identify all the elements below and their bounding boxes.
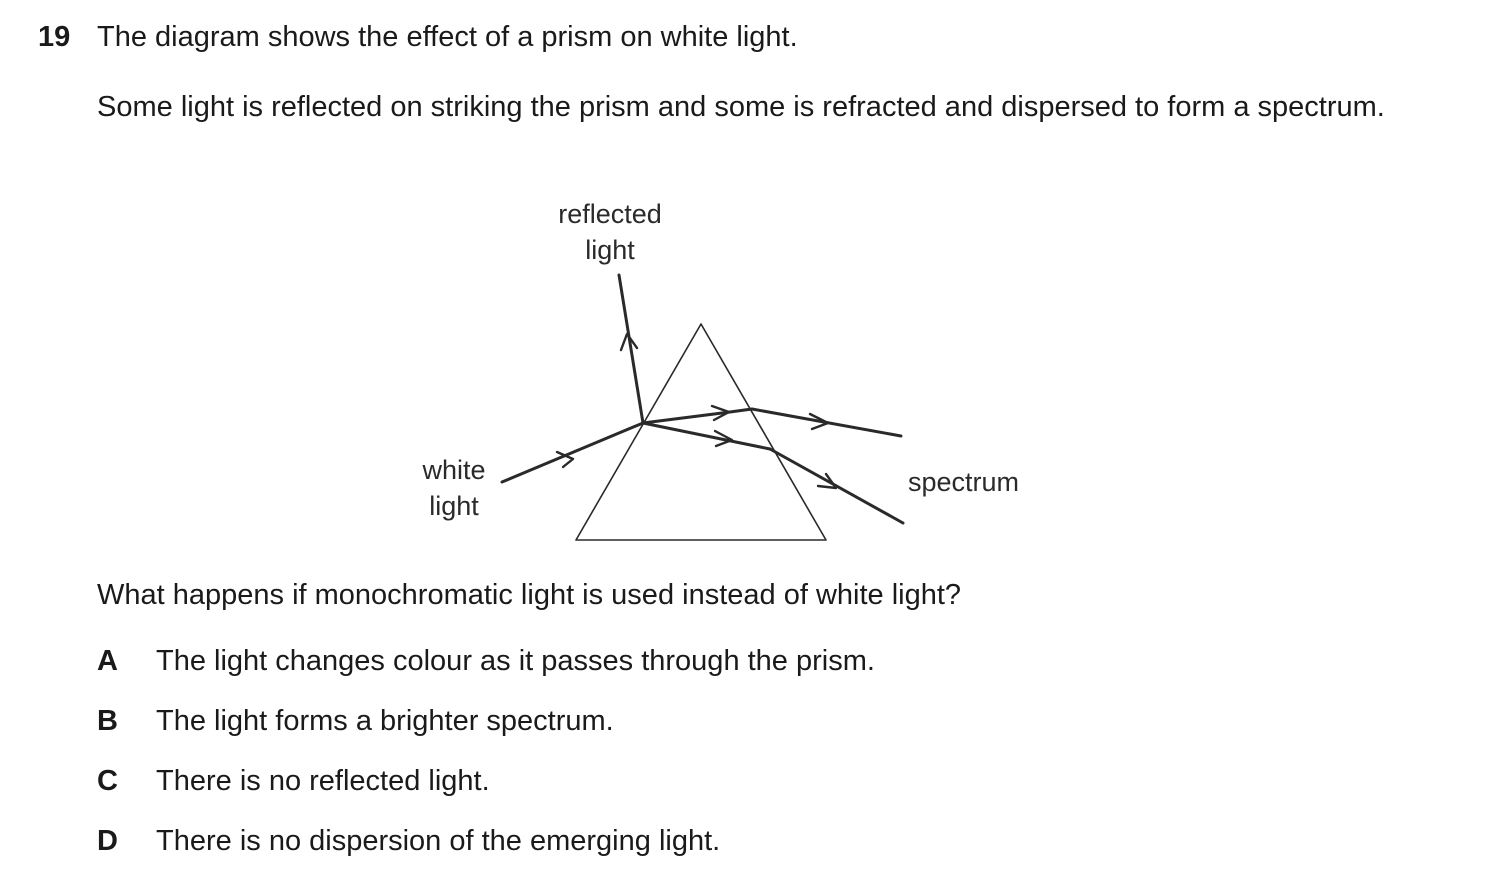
option-letter: D: [97, 825, 118, 857]
refracted-arrow-upper: [710, 404, 731, 422]
question-stem: The diagram shows the effect of a prism …: [97, 21, 798, 53]
option-a[interactable]: A The light changes colour as it passes t…: [97, 644, 875, 678]
option-letter: A: [97, 645, 118, 677]
refracted-ray-lower: [641, 421, 772, 451]
incident-ray: [500, 421, 645, 484]
reflected-arrow: [619, 332, 639, 352]
label-reflected-line2: light: [585, 235, 635, 265]
label-white-line1: white: [421, 455, 485, 485]
refracted-ray-upper: [641, 407, 754, 425]
emerging-ray-lower: [768, 447, 905, 525]
option-text: There is no reflected light.: [156, 765, 490, 797]
question-prompt: What happens if monochromatic light is u…: [97, 579, 962, 611]
option-b[interactable]: B The light forms a brighter spectrum.: [97, 704, 614, 738]
option-text: There is no dispersion of the emerging l…: [156, 825, 721, 857]
label-spectrum: spectrum: [908, 467, 1019, 497]
incident-arrow: [555, 450, 575, 469]
option-letter: C: [97, 765, 118, 797]
option-c[interactable]: C There is no reflected light.: [97, 764, 490, 798]
refracted-arrow-lower: [713, 429, 734, 448]
question-number: 19: [38, 21, 71, 53]
prism-triangle: [575, 323, 827, 541]
emerging-arrow-upper: [808, 412, 830, 431]
reflected-ray: [617, 273, 645, 425]
option-d[interactable]: D There is no dispersion of the emerging …: [97, 824, 720, 858]
label-reflected-line1: reflected: [558, 199, 662, 229]
option-text: The light forms a brighter spectrum.: [156, 705, 614, 737]
option-text: The light changes colour as it passes th…: [156, 645, 875, 677]
label-white-line2: light: [429, 491, 479, 521]
question-intro: Some light is reflected on striking the …: [97, 91, 1385, 123]
option-letter: B: [97, 705, 118, 737]
emerging-arrow-lower: [816, 472, 838, 490]
